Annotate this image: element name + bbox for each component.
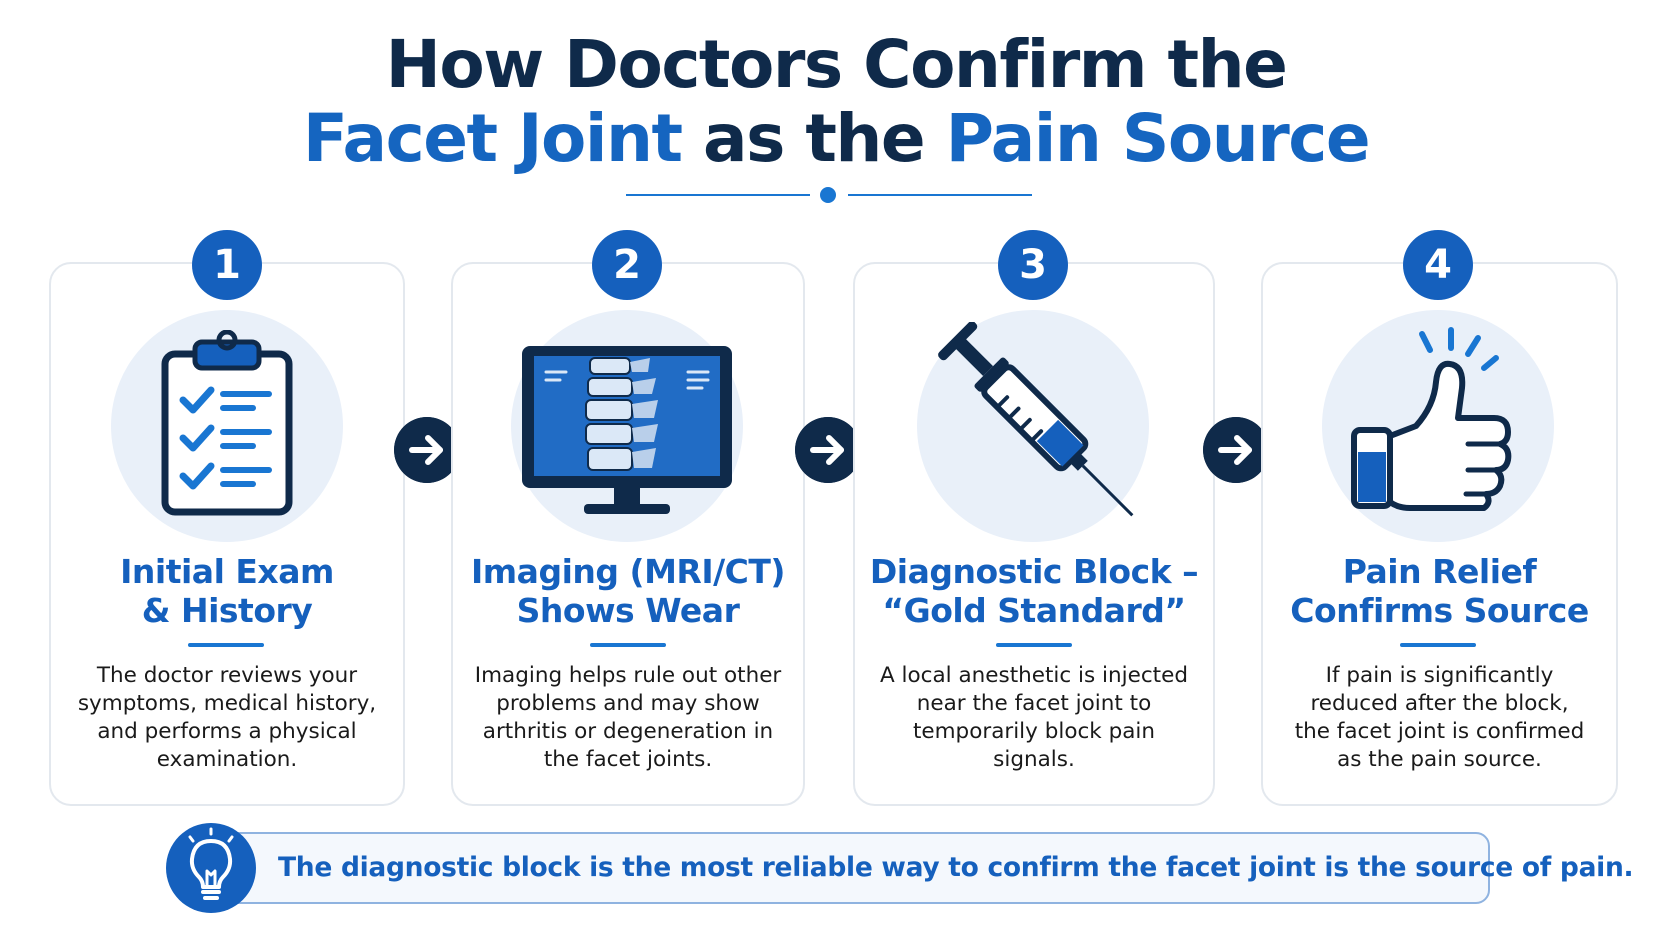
step-2-desc-line: problems and may show bbox=[496, 691, 760, 716]
step-1-desc-line: and performs a physical bbox=[97, 719, 357, 744]
step-title-1-line-1: Initial Exam bbox=[120, 552, 334, 591]
step-description-3: A local anesthetic is injected near the … bbox=[853, 662, 1215, 774]
step-number-badge-1: 1 bbox=[192, 230, 262, 300]
arrow-right-icon bbox=[795, 417, 861, 483]
step-2-desc-line: the facet joints. bbox=[543, 747, 713, 772]
title-highlight-facet-joint: Facet Joint bbox=[302, 100, 683, 177]
step-title-3-line-1: Diagnostic Block – bbox=[869, 552, 1199, 591]
title-highlight-pain-source: Pain Source bbox=[945, 100, 1371, 177]
callout-text: The diagnostic block is the most reliabl… bbox=[278, 852, 1634, 883]
step-4-desc-line: the facet joint is confirmed bbox=[1294, 719, 1585, 744]
arrow-right-icon bbox=[394, 417, 460, 483]
step-title-3-line-2: “Gold Standard” bbox=[882, 591, 1186, 630]
step-description-1: The doctor reviews your symptoms, medica… bbox=[49, 662, 405, 774]
step-3-desc-line: A local anesthetic is injected bbox=[880, 663, 1188, 688]
step-3-desc-line: temporarily block pain bbox=[912, 719, 1156, 744]
step-underline-4 bbox=[1400, 643, 1476, 647]
step-underline-3 bbox=[996, 643, 1072, 647]
step-title-4: Pain Relief Confirms Source bbox=[1261, 552, 1618, 630]
step-underline-2 bbox=[590, 643, 666, 647]
step-description-2: Imaging helps rule out other problems an… bbox=[451, 662, 805, 774]
syringe-icon bbox=[938, 322, 1134, 517]
step-3-desc-line: signals. bbox=[993, 747, 1075, 772]
step-2-desc-line: Imaging helps rule out other bbox=[474, 663, 782, 688]
step-title-2: Imaging (MRI/CT) Shows Wear bbox=[451, 552, 805, 630]
lightbulb-icon bbox=[188, 827, 234, 900]
divider-line-left bbox=[626, 194, 810, 196]
step-title-2-line-2: Shows Wear bbox=[516, 591, 740, 630]
title-divider bbox=[626, 187, 1032, 203]
step-1-desc-line: The doctor reviews your bbox=[96, 663, 358, 688]
title-plain-text: as the bbox=[681, 100, 946, 177]
step-title-3: Diagnostic Block – “Gold Standard” bbox=[853, 552, 1215, 630]
step-number-badge-3: 3 bbox=[998, 230, 1068, 300]
step-4-desc-line: as the pain source. bbox=[1337, 747, 1542, 772]
thumbs-up-icon bbox=[1351, 327, 1512, 511]
title-line-1: How Doctors Confirm the bbox=[385, 26, 1288, 103]
divider-line-right bbox=[848, 194, 1032, 196]
step-title-2-line-1: Imaging (MRI/CT) bbox=[471, 552, 785, 591]
page-title: How Doctors Confirm the Facet Joint as t… bbox=[0, 28, 1672, 176]
step-title-4-line-1: Pain Relief bbox=[1342, 552, 1537, 591]
step-4-desc-line: If pain is significantly bbox=[1325, 663, 1554, 688]
spine-monitor-icon bbox=[522, 346, 732, 514]
step-title-1: Initial Exam & History bbox=[49, 552, 405, 630]
step-1-desc-line: examination. bbox=[156, 747, 298, 772]
clipboard-checklist-icon bbox=[161, 330, 293, 516]
step-4-desc-line: reduced after the block, bbox=[1310, 691, 1569, 716]
step-description-4: If pain is significantly reduced after t… bbox=[1261, 662, 1618, 774]
step-3-desc-line: near the facet joint to bbox=[916, 691, 1152, 716]
title-line-2: Facet Joint as the Pain Source bbox=[0, 102, 1672, 176]
step-title-1-line-2: & History bbox=[141, 591, 313, 630]
step-title-4-line-2: Confirms Source bbox=[1290, 591, 1589, 630]
step-number-badge-2: 2 bbox=[592, 230, 662, 300]
step-number-badge-4: 4 bbox=[1403, 230, 1473, 300]
step-1-desc-line: symptoms, medical history, bbox=[77, 691, 377, 716]
key-takeaway-callout bbox=[222, 832, 1490, 904]
step-underline-1 bbox=[188, 643, 264, 647]
divider-dot bbox=[820, 187, 836, 203]
step-2-desc-line: arthritis or degeneration in bbox=[482, 719, 774, 744]
arrow-right-icon bbox=[1203, 417, 1269, 483]
